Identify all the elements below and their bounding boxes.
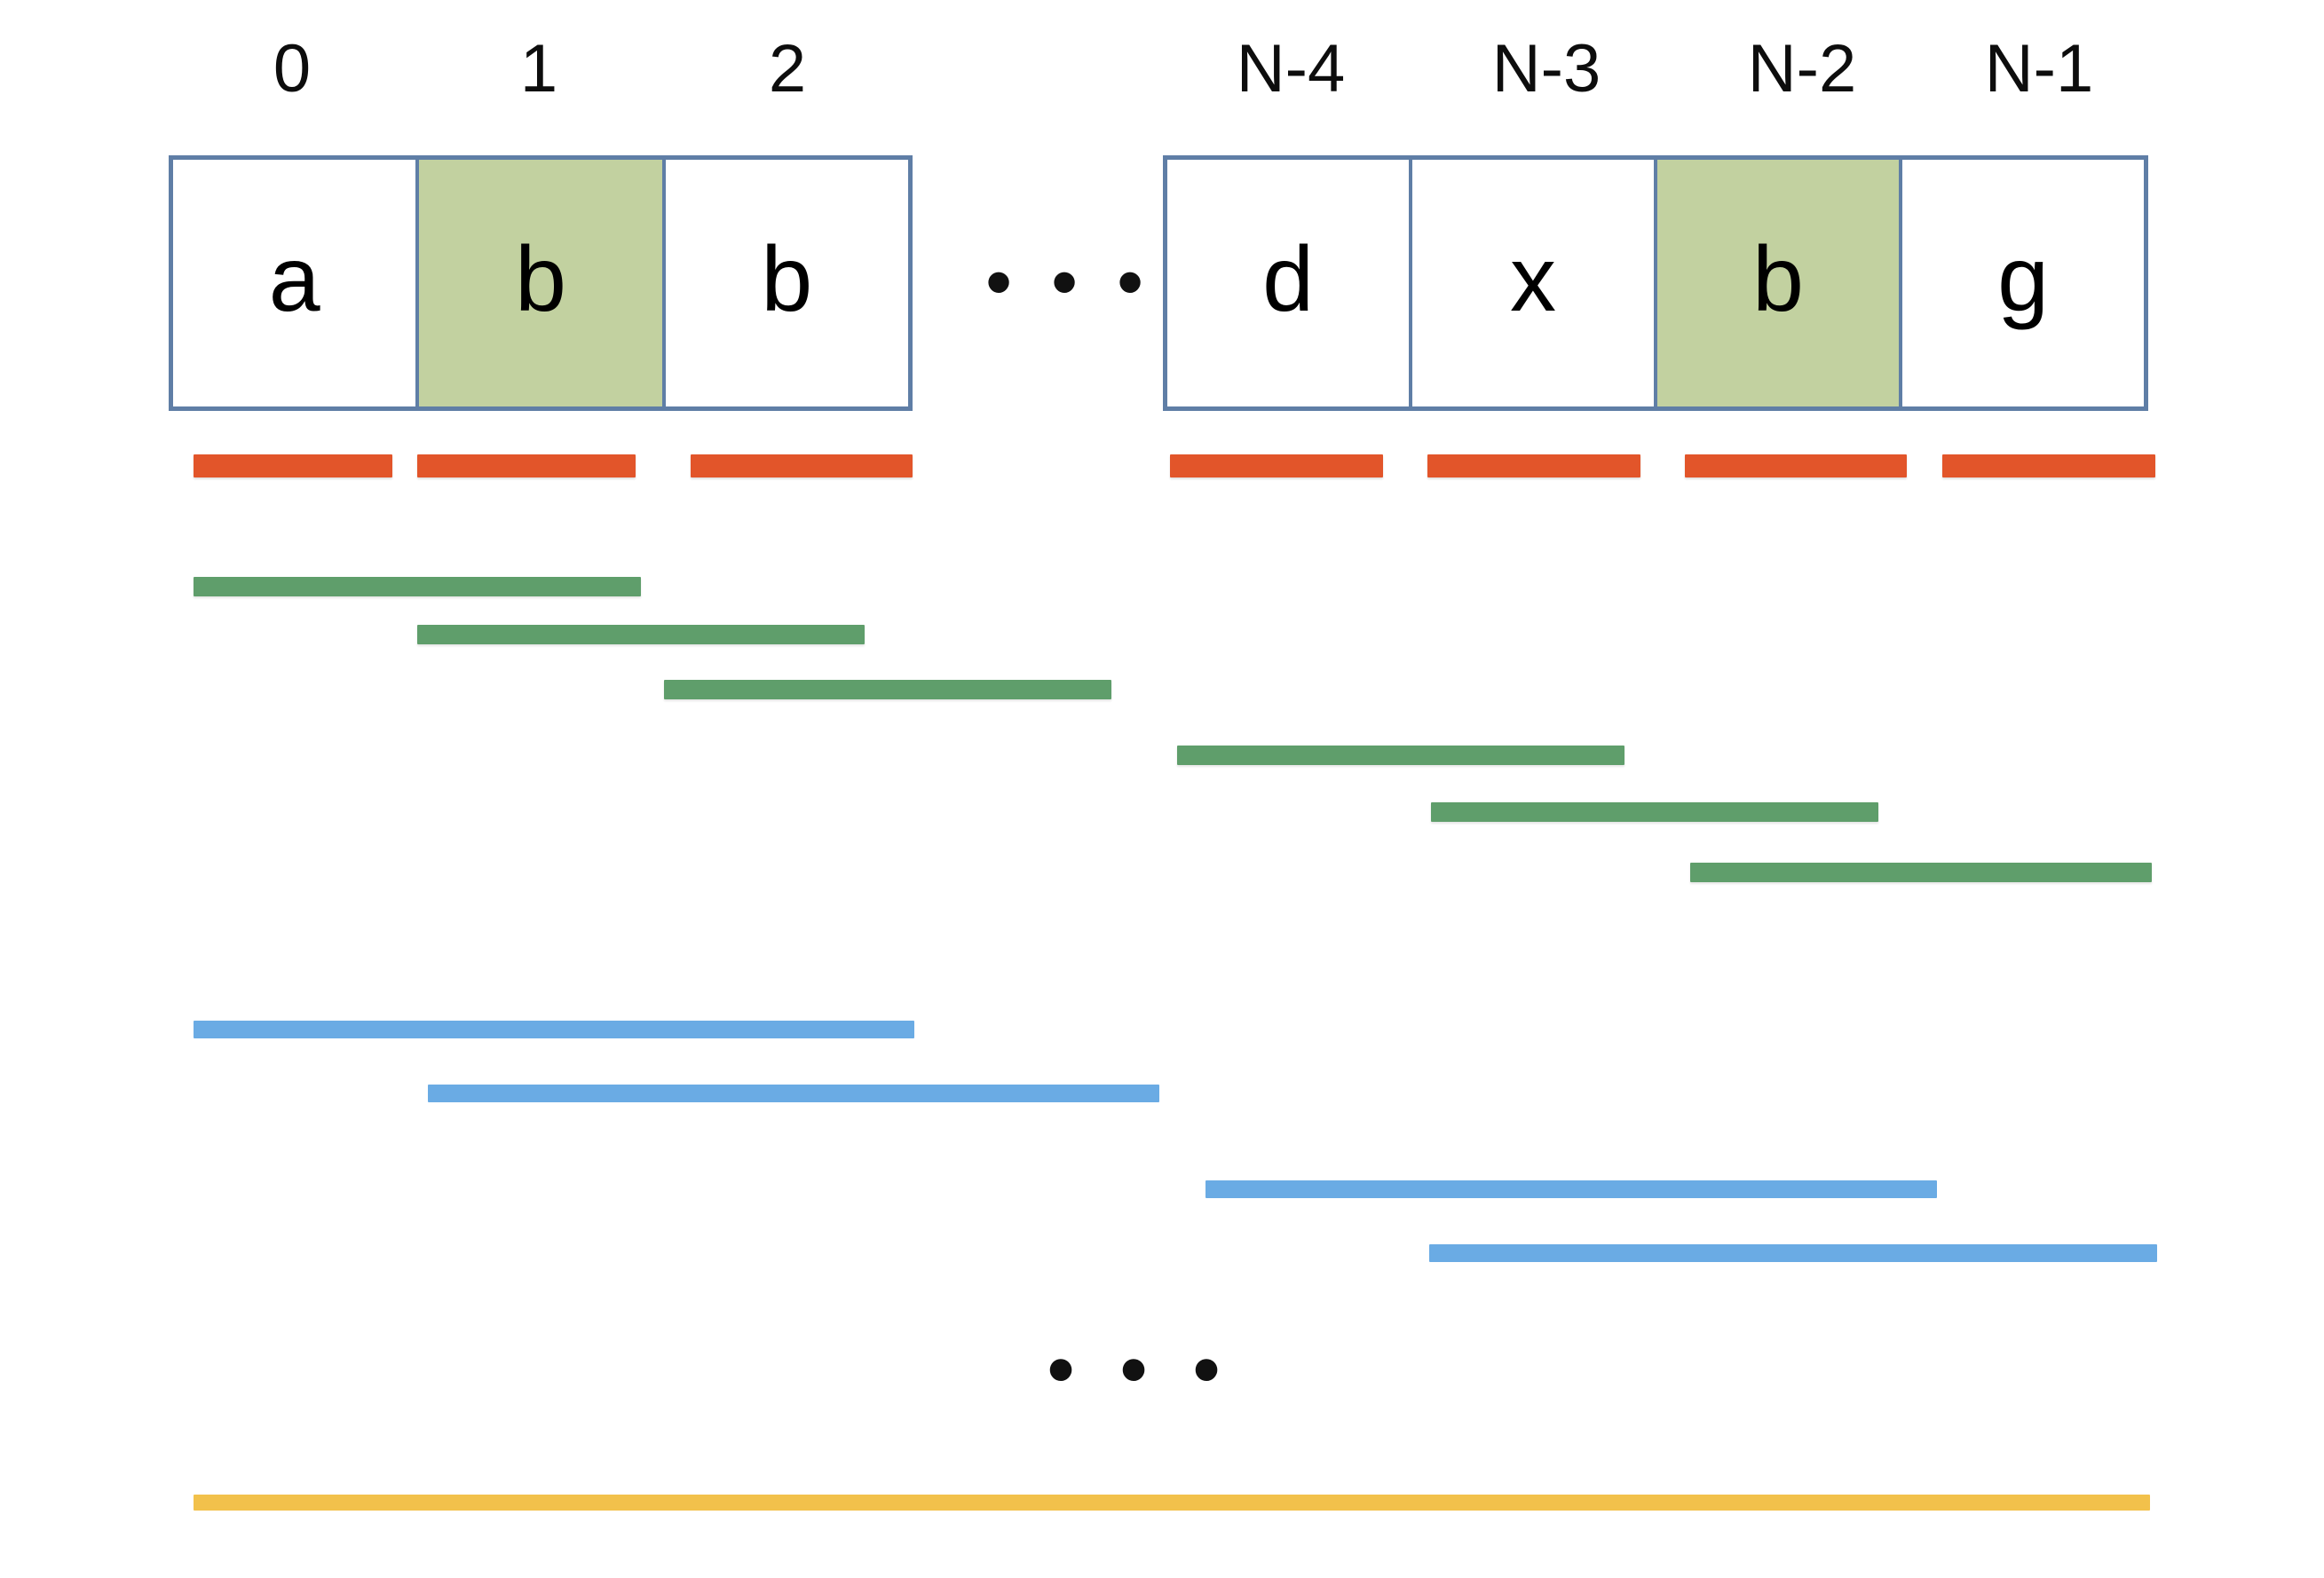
array-cell-2-value: b: [761, 228, 813, 331]
substring-bar-length3-4: [1431, 802, 1878, 822]
substring-bar-length1-4: [1427, 454, 1640, 477]
array-cell-1[interactable]: b: [419, 160, 666, 406]
substring-bar-length3-2: [664, 680, 1111, 699]
substring-bar-length1-2: [691, 454, 913, 477]
index-label-n-3: N-3: [1491, 31, 1601, 107]
substring-bar-length1-1: [417, 454, 636, 477]
array-cell-n-4[interactable]: d: [1167, 160, 1412, 406]
array-cell-n-2[interactable]: b: [1657, 160, 1902, 406]
index-label-n-4: N-4: [1236, 31, 1346, 107]
array-cell-n-1-value: g: [1997, 228, 2049, 331]
index-label-n-1: N-1: [1984, 31, 2094, 107]
bars-ellipsis-icon: • • •: [1047, 1327, 1233, 1412]
substring-bar-length5-1: [428, 1085, 1159, 1102]
array-cell-n-4-value: d: [1262, 228, 1314, 331]
substring-bar-length1-0: [194, 454, 392, 477]
substring-bar-length5-3: [1429, 1244, 2157, 1262]
array-cell-1-value: b: [515, 228, 566, 331]
substring-bar-length1-5: [1685, 454, 1907, 477]
index-label-0: 0: [273, 31, 312, 107]
substring-bar-length1-3: [1170, 454, 1383, 477]
array-cell-0[interactable]: a: [173, 160, 420, 406]
substring-bar-length3-1: [417, 625, 865, 644]
array-ellipsis-icon: • • •: [985, 240, 1153, 325]
index-label-2: 2: [768, 31, 807, 107]
substring-bar-length3-5: [1690, 863, 2152, 882]
array-cell-n-3[interactable]: x: [1412, 160, 1657, 406]
index-label-n-2: N-2: [1747, 31, 1857, 107]
array-cell-n-3-value: x: [1510, 228, 1556, 331]
substring-bar-length5-2: [1205, 1180, 1937, 1198]
array-cell-n-2-value: b: [1752, 228, 1804, 331]
array-cell-0-value: a: [268, 228, 320, 331]
array-cell-2[interactable]: b: [665, 160, 908, 406]
array-cell-n-1[interactable]: g: [1902, 160, 2144, 406]
substring-bar-full-0: [194, 1495, 2150, 1511]
array-cells-left: a b b: [169, 155, 913, 411]
substring-bar-length5-0: [194, 1021, 914, 1038]
index-label-1: 1: [519, 31, 558, 107]
substring-bar-length3-0: [194, 577, 641, 596]
substring-bar-length3-3: [1177, 746, 1624, 765]
array-cells-right: d x b g: [1163, 155, 2148, 411]
substring-bar-length1-6: [1942, 454, 2155, 477]
